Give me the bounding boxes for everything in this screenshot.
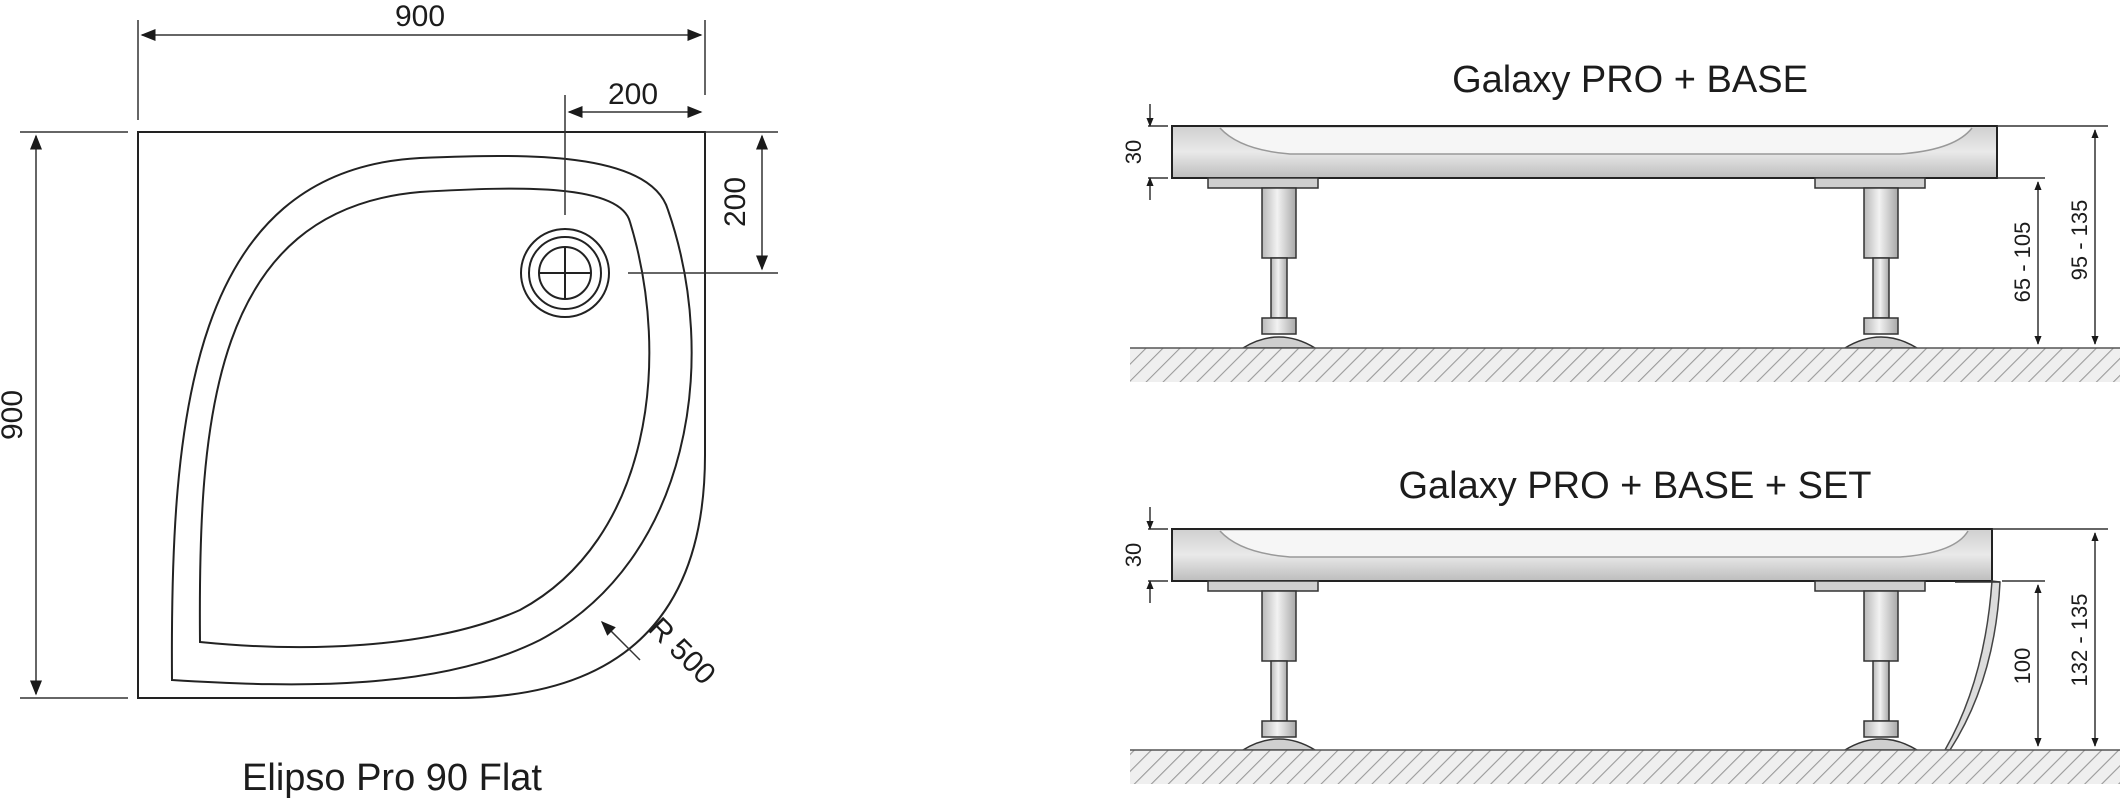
set-total-label: 132 - 135: [2067, 594, 2092, 687]
leg-left: [1240, 590, 1318, 751]
base-total-label: 95 - 135: [2067, 200, 2092, 281]
plan-caption: Elipso Pro 90 Flat: [242, 757, 542, 799]
tray-basin: [198, 187, 651, 649]
drain-y-label: 200: [719, 177, 752, 227]
radius-label: R 500: [642, 611, 722, 691]
view-set: Galaxy PRO + BASE + SET 30: [1121, 465, 2120, 784]
tray-outline: [137, 131, 706, 699]
view-base: Galaxy PRO + BASE 30: [1121, 59, 2120, 382]
leg-left: [1240, 187, 1318, 349]
width-dim-label: 900: [395, 0, 445, 33]
height-dim-label: 900: [0, 390, 29, 440]
set-legs-label: 100: [2010, 648, 2035, 685]
view-set-title: Galaxy PRO + BASE + SET: [1398, 465, 1871, 507]
view-base-title: Galaxy PRO + BASE: [1452, 59, 1808, 101]
front-panel: [1943, 580, 2001, 751]
tray-rim: [170, 155, 693, 686]
plan-view: 900 200 200 900 R 500 Elipso Pro 90 Flat: [0, 0, 778, 799]
leg-right: [1842, 187, 1920, 349]
drain-x-label: 200: [608, 78, 658, 111]
base-tray-label: 30: [1121, 140, 1146, 164]
leg-right: [1842, 590, 1920, 751]
base-legs-label: 65 - 105: [2010, 222, 2035, 303]
set-tray-label: 30: [1121, 543, 1146, 567]
floor-hatch: [1130, 348, 2120, 382]
floor-hatch: [1130, 750, 2120, 784]
drain: [520, 228, 610, 318]
